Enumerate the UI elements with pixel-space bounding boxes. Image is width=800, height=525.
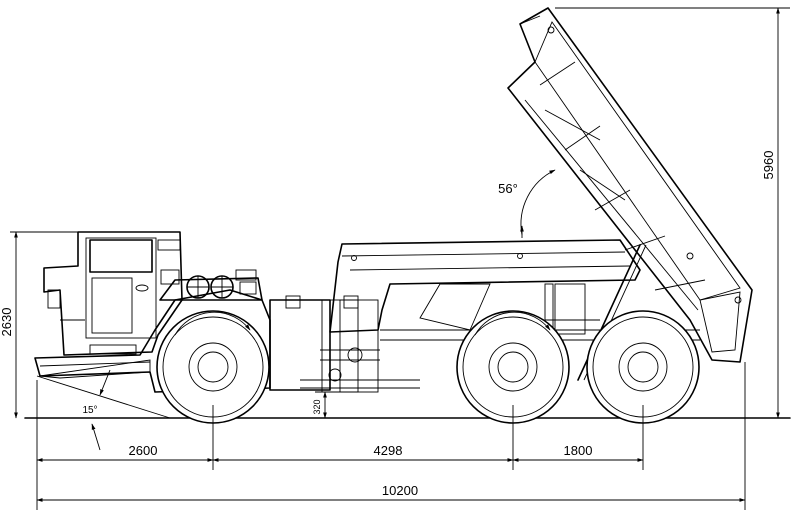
operator-cab	[43, 231, 183, 356]
dump-body	[507, 7, 753, 363]
dim-front-overhang: 2600	[129, 443, 158, 458]
dim-overall-length: 10200	[382, 483, 418, 498]
dim-dump-angle: 56°	[498, 181, 518, 196]
front-frame	[34, 269, 271, 393]
dim-ground-clearance: 320	[312, 399, 322, 414]
dim-cab-height: 2630	[0, 308, 14, 337]
dimension-lines	[10, 7, 790, 510]
middle-wheel	[456, 310, 570, 424]
dim-wheelbase-rear: 1800	[564, 443, 593, 458]
dim-wheelbase-front: 4298	[374, 443, 403, 458]
dim-dump-height: 5960	[761, 151, 776, 180]
articulation-joint	[269, 295, 420, 393]
dim-approach-angle: 15°	[82, 405, 97, 416]
